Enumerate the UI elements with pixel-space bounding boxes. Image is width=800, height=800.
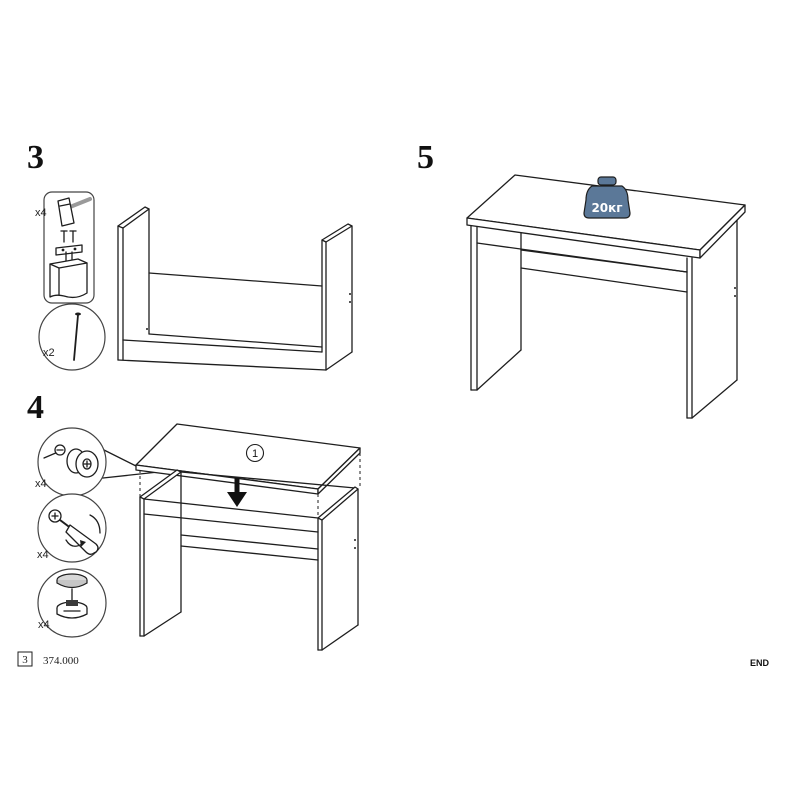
step-4-cam-lock-qty: x4 (37, 549, 49, 561)
page-number-box: 3 (17, 651, 33, 667)
step-4-number: 4 (27, 389, 44, 426)
cam-lock-icon (56, 600, 88, 619)
nail-icon (73, 312, 81, 361)
step-5-number: 5 (417, 139, 434, 176)
step-3-desk-frame (117, 206, 353, 371)
weight-load-label: 20кг (591, 201, 622, 215)
rotate-arrow-icon (65, 539, 86, 547)
arrow-down-icon (227, 477, 247, 507)
wood-block-icon (49, 258, 88, 299)
part-marker-number: 1 (252, 448, 258, 460)
step-3-nail-callout (38, 303, 106, 371)
step-3-hardware-panel (43, 191, 95, 304)
step-3-nail-qty: x2 (43, 347, 55, 359)
step-4-cam-lock-callout (37, 493, 107, 563)
part-marker-badge: 1 (245, 443, 265, 463)
step-4-cam-bolt-qty: x4 (35, 478, 47, 490)
pin-icon (60, 230, 77, 243)
step-4-table-top: 1 (135, 423, 361, 495)
cam-bolt-icon (43, 444, 99, 478)
step-3-hardware-qty: x4 (35, 207, 47, 219)
step-4-cam-bolt-callout (37, 427, 107, 497)
hammer-icon (57, 197, 92, 227)
page-number: 3 (22, 654, 28, 666)
step-4-desk-frame (139, 469, 359, 651)
callout-leader-line (99, 447, 137, 467)
step-4-cover-cap-callout (37, 568, 107, 638)
screwdriver-icon (59, 514, 101, 555)
cover-cap-icon (56, 573, 88, 601)
step-4-cover-cap-qty: x4 (38, 619, 50, 631)
cam-lock-icon (48, 509, 62, 523)
product-code: 374.000 (43, 655, 79, 667)
bracket-icon (55, 244, 83, 263)
step-3-number: 3 (27, 139, 44, 176)
end-marker: END (750, 658, 770, 668)
weight-icon: 20кг (583, 176, 631, 219)
